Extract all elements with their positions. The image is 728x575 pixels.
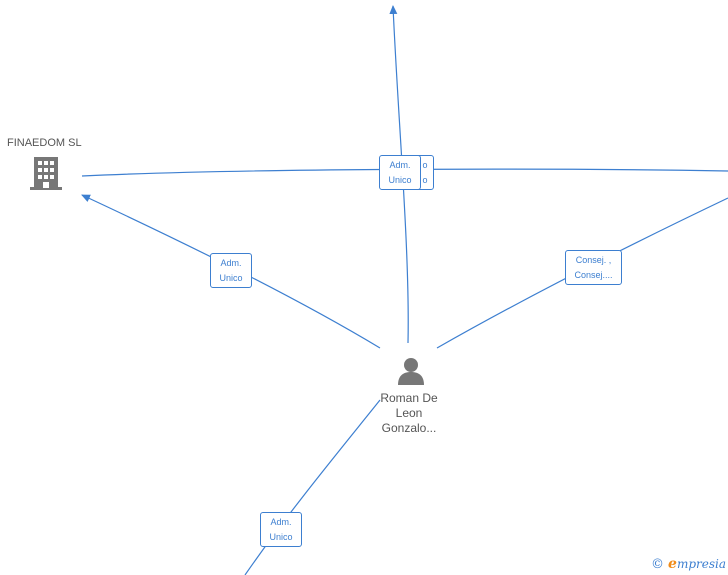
edge-badge-top-back-line-2: o: [422, 175, 428, 185]
brand-initial: e: [668, 556, 677, 572]
person-name-line-2: Leon: [395, 406, 423, 420]
person-name-line-3: Gonzalo...: [381, 421, 437, 435]
edge-badge-left-line-1: Adm.: [220, 258, 242, 268]
building-icon[interactable]: [29, 155, 63, 191]
person-name[interactable]: Roman De Leon Gonzalo...: [360, 391, 458, 436]
brand-name: mpresia: [676, 557, 726, 571]
edge-badge-top[interactable]: Adm. Unico: [379, 155, 421, 190]
person-name-line-1: Roman De: [380, 391, 438, 405]
edge-badge-right[interactable]: Consej. , Consej....: [565, 250, 622, 285]
copyright-icon: ©: [651, 557, 665, 572]
edge-badge-left[interactable]: Adm. Unico: [210, 253, 252, 288]
edge-badge-bottom[interactable]: Adm. Unico: [260, 512, 302, 547]
edge-badge-bottom-line-2: Unico: [269, 532, 293, 542]
edge-badge-bottom-line-1: Adm.: [270, 517, 292, 527]
edge-person-to-bottom: [244, 399, 381, 575]
edge-badge-top-back-line-1: o: [422, 160, 428, 170]
edge-badge-left-line-2: Unico: [219, 273, 243, 283]
edge-badge-right-line-1: Consej. ,: [575, 255, 612, 265]
edge-badge-top-line-2: Unico: [388, 175, 412, 185]
edge-badge-top-line-1: Adm.: [389, 160, 411, 170]
company-name[interactable]: FINAEDOM SL: [7, 137, 82, 149]
edge-badge-right-line-2: Consej....: [574, 270, 613, 280]
person-icon[interactable]: [396, 356, 426, 386]
empresia-watermark: ©empresia: [651, 556, 726, 572]
